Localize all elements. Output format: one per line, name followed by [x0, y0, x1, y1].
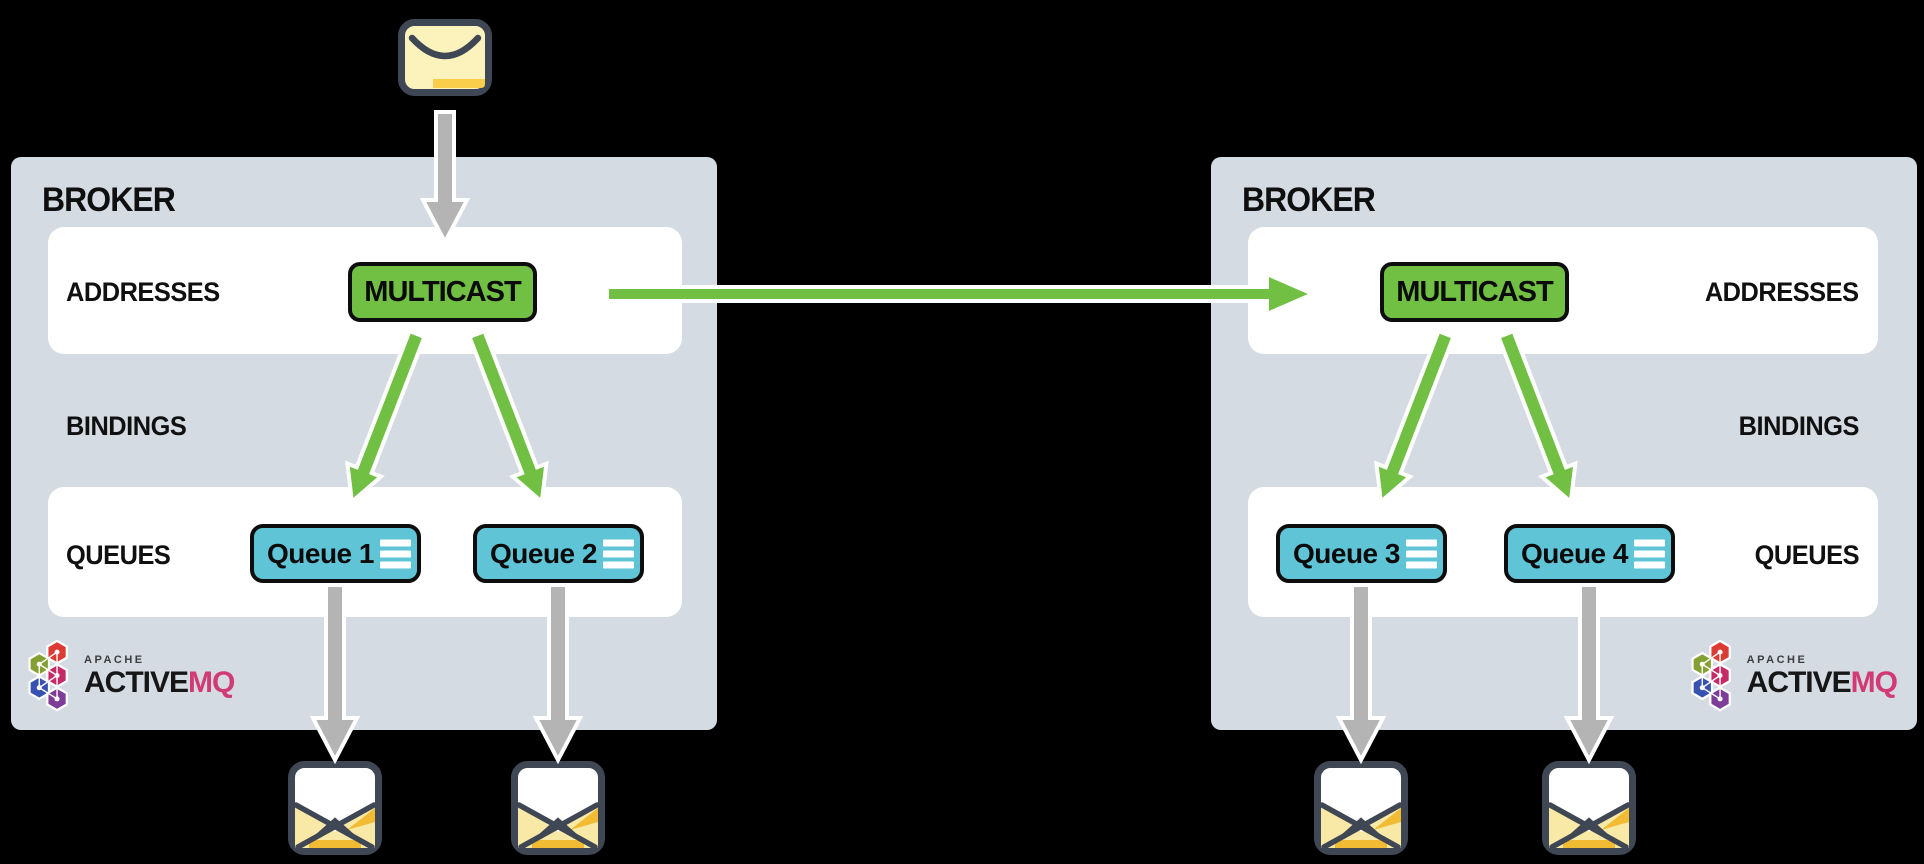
- queue-lines-icon: [1406, 539, 1437, 568]
- queue-lines-icon: [1634, 539, 1665, 568]
- logo-apache-text: APACHE: [1746, 653, 1808, 666]
- activemq-logo: APACHE ACTIVEMQ: [1689, 639, 1898, 712]
- open-envelope-icon: [511, 761, 605, 855]
- addresses-label: ADDRESSES: [1705, 277, 1859, 307]
- open-envelope-icon: [288, 761, 382, 855]
- queue-label: Queue 4: [1521, 537, 1628, 569]
- queue-lines-icon: [380, 539, 411, 568]
- logo-apache-text: APACHE: [84, 653, 145, 666]
- open-envelope-icon: [1542, 761, 1636, 855]
- addresses-label: ADDRESSES: [66, 277, 220, 307]
- broker-panel-left: BROKER ADDRESSES BINDINGS QUEUES MULTICA…: [11, 157, 717, 730]
- queue-node: Queue 2: [473, 524, 644, 583]
- bindings-label: BINDINGS: [1738, 411, 1860, 441]
- queue-node: Queue 4: [1504, 524, 1675, 583]
- queues-label: QUEUES: [1754, 540, 1860, 570]
- queue-label: Queue 2: [490, 537, 597, 569]
- closed-envelope-icon: [398, 19, 492, 96]
- queue-label: Queue 1: [267, 537, 374, 569]
- queue-node: Queue 1: [250, 524, 421, 583]
- logo-activemq-text: ACTIVEMQ: [84, 665, 235, 699]
- bindings-label: BINDINGS: [66, 411, 187, 441]
- broker-panel-right: BROKER ADDRESSES BINDINGS QUEUES MULTICA…: [1211, 157, 1917, 730]
- queue-node: Queue 3: [1276, 524, 1447, 583]
- open-envelope-icon: [1314, 761, 1408, 855]
- activemq-hexagons-icon: [28, 639, 68, 712]
- broker-title: BROKER: [42, 181, 176, 219]
- activemq-logo: APACHE ACTIVEMQ: [26, 639, 235, 712]
- logo-activemq-text: ACTIVEMQ: [1746, 665, 1898, 699]
- broker-title: BROKER: [1242, 181, 1376, 219]
- queue-lines-icon: [603, 539, 634, 568]
- queue-label: Queue 3: [1293, 537, 1400, 569]
- queues-label: QUEUES: [66, 540, 171, 570]
- activemq-hexagons-icon: [1691, 639, 1731, 712]
- multicast-address-node: MULTICAST: [348, 262, 537, 322]
- multicast-address-node: MULTICAST: [1380, 262, 1569, 322]
